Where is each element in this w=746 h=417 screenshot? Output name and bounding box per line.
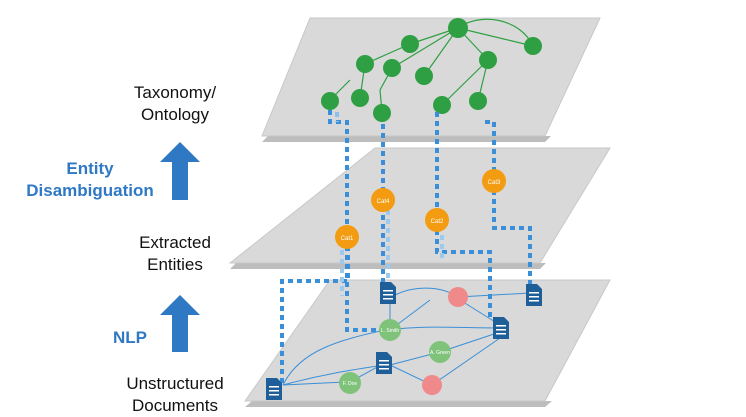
concept-node <box>321 92 339 110</box>
concept-node <box>351 89 369 107</box>
document-icon <box>376 352 392 374</box>
entity-disambiguation-label: Entity Disambiguation <box>20 158 160 202</box>
category-label-cat2: Cat2 <box>431 219 444 225</box>
entity-node-l-smith <box>379 319 401 341</box>
nlp-up-arrow-icon <box>160 295 200 352</box>
concept-node <box>401 35 419 53</box>
light-dotted-connectors <box>340 210 444 296</box>
disambiguation-label-line2: Disambiguation <box>26 181 154 200</box>
nlp-label-text: NLP <box>113 328 147 347</box>
documents-plane <box>244 279 611 407</box>
category-label-cat4: Cat4 <box>377 199 390 205</box>
extracted-label-line1: Extracted <box>139 233 211 252</box>
concept-node <box>373 104 391 122</box>
unstructured-label-line1: Unstructured <box>126 374 224 393</box>
category-node-cat4 <box>371 188 395 212</box>
document-icon <box>493 317 509 339</box>
nlp-label: NLP <box>105 327 155 349</box>
category-node-cat3 <box>482 169 506 193</box>
category-node-cat1 <box>335 225 359 249</box>
concept-node <box>524 37 542 55</box>
taxonomy-label-line1: Taxonomy/ <box>133 83 217 102</box>
entity-node-f-doe <box>339 372 361 394</box>
category-nodes: Cat1 Cat4 Cat2 Cat3 <box>335 169 506 249</box>
disambiguation-up-arrow-icon <box>160 142 200 200</box>
document-icon <box>266 378 282 400</box>
entity-node-pink <box>422 375 442 395</box>
concept-node <box>415 67 433 85</box>
entity-node-a-green <box>429 341 451 363</box>
taxonomy-ontology-label: Taxonomy/ Ontology <box>120 82 230 126</box>
concept-node <box>479 51 497 69</box>
entity-label-a-green: A. Green <box>430 350 450 356</box>
entity-node-pink <box>448 287 468 307</box>
document-icon <box>380 282 396 304</box>
document-icons <box>266 282 542 400</box>
category-node-cat2 <box>425 208 449 232</box>
category-label-cat3: Cat3 <box>488 180 501 186</box>
document-entity-nodes: L. Smith A. Green F. Doe <box>339 287 468 395</box>
taxonomy-concept-nodes <box>321 18 542 122</box>
category-label-cat1: Cat1 <box>341 236 354 242</box>
disambiguation-label-line1: Entity <box>66 159 114 178</box>
concept-node <box>448 18 468 38</box>
extracted-entities-label: Extracted Entities <box>120 232 230 276</box>
extracted-label-line2: Entities <box>147 255 203 274</box>
unstructured-label-line2: Documents <box>132 396 218 415</box>
document-icon <box>526 284 542 306</box>
entities-plane <box>228 147 611 269</box>
taxonomy-label-line2: Ontology <box>140 105 210 124</box>
concept-node <box>469 92 487 110</box>
entity-label-l-smith: L. Smith <box>381 328 400 334</box>
entity-label-f-doe: F. Doe <box>343 381 358 387</box>
unstructured-documents-label: Unstructured Documents <box>105 373 245 417</box>
concept-node <box>433 96 451 114</box>
concept-node <box>356 55 374 73</box>
concept-node <box>383 59 401 77</box>
dotted-connectors <box>280 110 532 383</box>
